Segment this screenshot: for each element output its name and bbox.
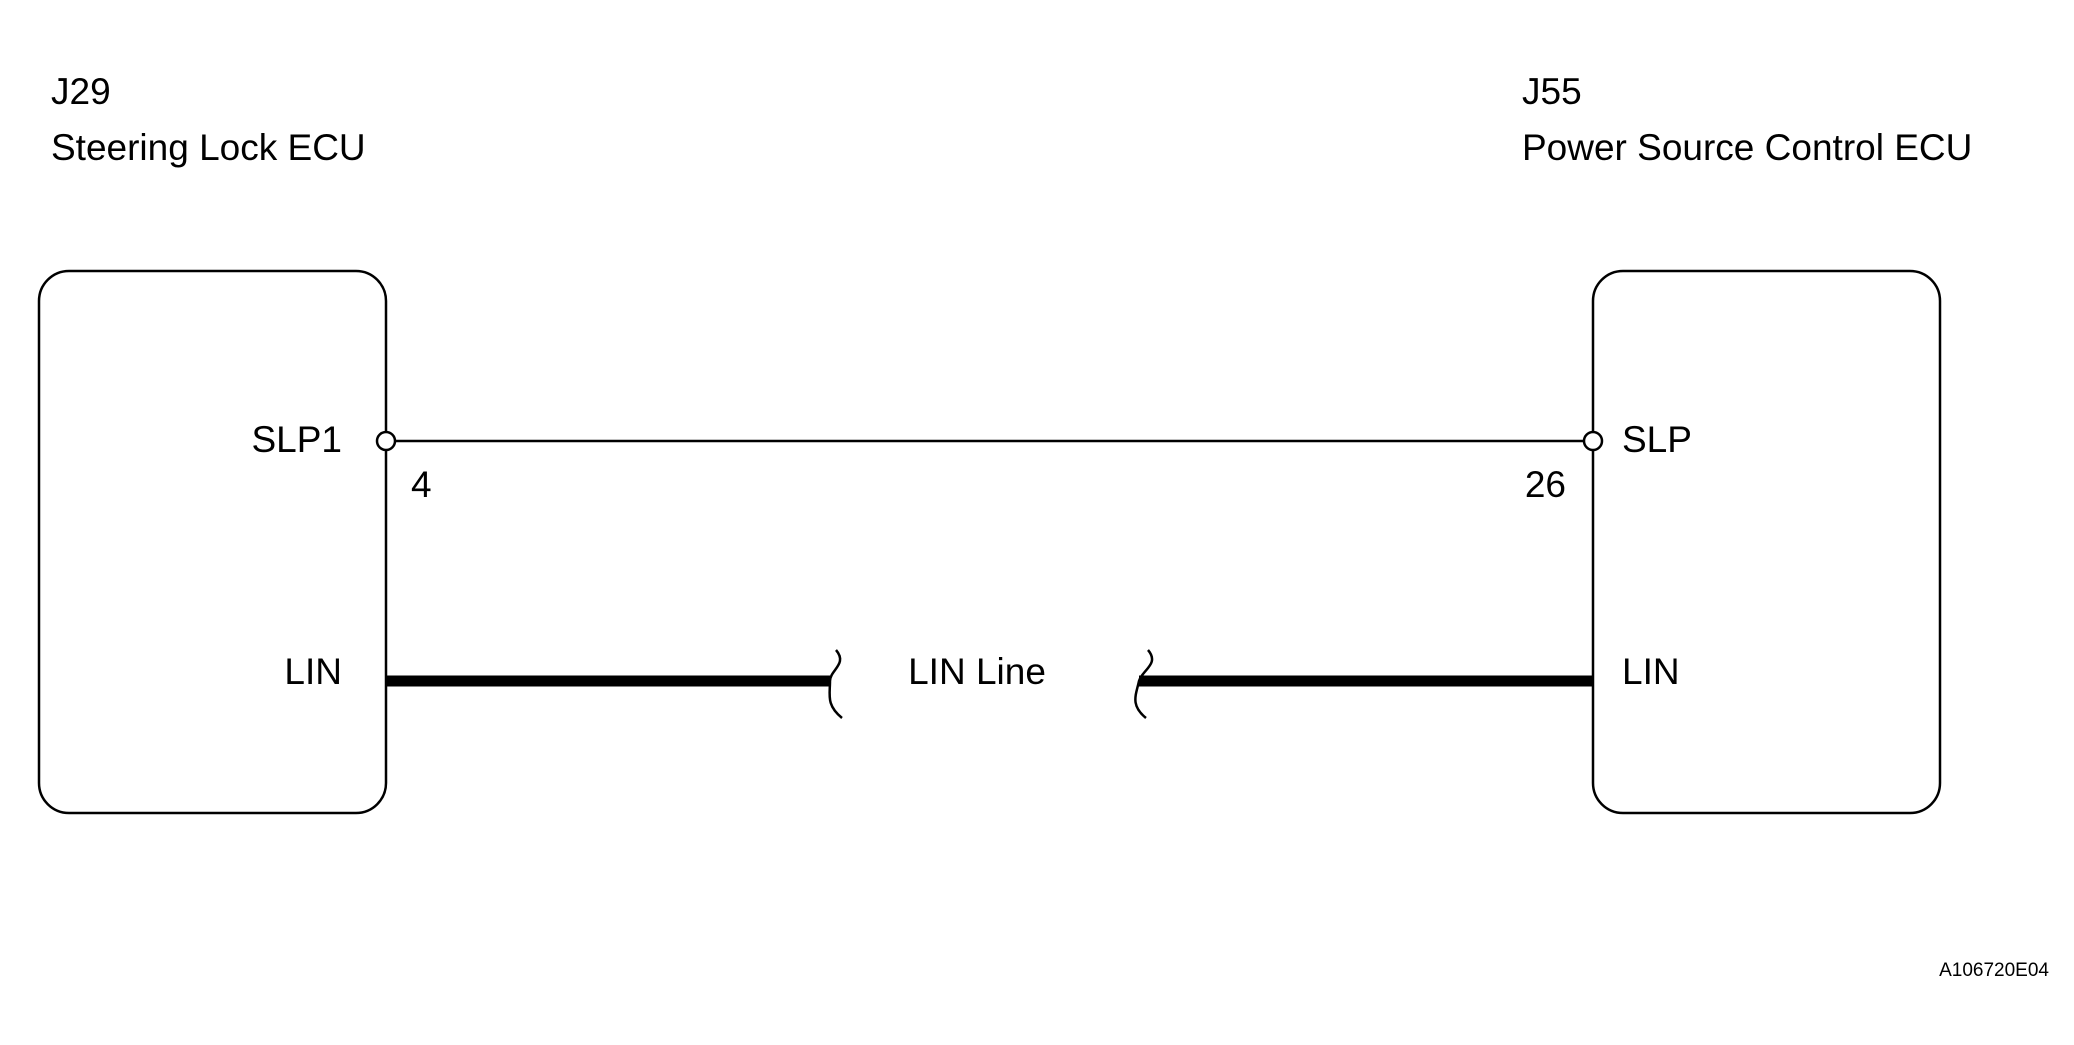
lin-line-label: LIN Line — [908, 651, 1046, 692]
lin-line-break-mark-right — [1134, 649, 1154, 719]
right-ecu-id: J55 — [1522, 71, 1582, 112]
left-lin-terminal-label: LIN — [284, 651, 342, 692]
right-terminal-pin-number: 26 — [1525, 464, 1566, 505]
right-ecu-name: Power Source Control ECU — [1522, 127, 1972, 168]
right-connector-terminal — [1582, 430, 1604, 452]
left-connector-terminal — [375, 430, 397, 452]
figure-code: A106720E04 — [1939, 960, 2049, 981]
left-terminal-signal-label: SLP1 — [251, 419, 342, 460]
left-ecu-box — [37, 269, 388, 815]
right-terminal-signal-label: SLP — [1622, 419, 1692, 460]
right-ecu-box — [1591, 269, 1942, 815]
left-ecu-id: J29 — [51, 71, 111, 112]
left-terminal-pin-number: 4 — [411, 464, 432, 505]
left-ecu-name: Steering Lock ECU — [51, 127, 366, 168]
right-lin-terminal-label: LIN — [1622, 651, 1680, 692]
lin-line-break-mark-left — [828, 649, 843, 719]
